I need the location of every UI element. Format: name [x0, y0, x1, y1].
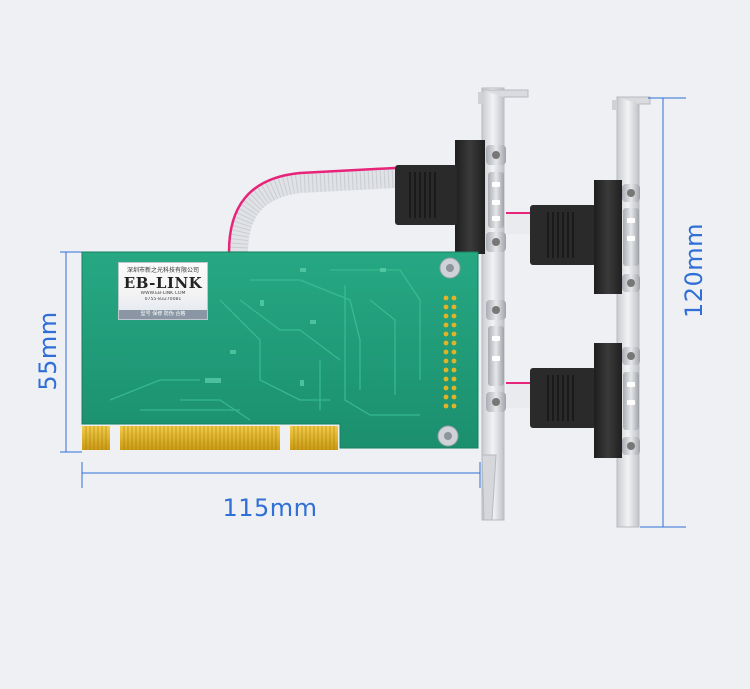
dimension-line-height-card [60, 251, 82, 453]
product-sticker: 深圳市新之光科技有限公司 EB-LINK WWW.EB-LINK.COM 075… [118, 262, 208, 320]
dimension-line-height-bracket [640, 97, 686, 528]
serial-connector-top [395, 140, 506, 254]
serial-connector-bottom [486, 300, 506, 412]
dimension-label-115mm: 115mm [222, 494, 318, 522]
sticker-brand: EB-LINK [123, 274, 203, 292]
rear-bracket [612, 96, 651, 528]
ribbon-cable-top [227, 166, 396, 253]
sticker-company: 深圳市新之光科技有限公司 [126, 267, 199, 274]
dimension-line-width-card [81, 462, 481, 488]
dimension-label-120mm: 120mm [680, 222, 708, 318]
sticker-phone: 0755-83270081 [144, 297, 182, 302]
dimension-label-55mm: 55mm [34, 311, 62, 391]
sticker-footer: 型号 保修 防伪 合格 [119, 310, 207, 319]
sticker-website: WWW.EB-LINK.COM [140, 291, 186, 296]
serial-connector-rear-top [506, 180, 640, 294]
serial-connector-rear-bottom [506, 343, 640, 458]
gold-fingers [82, 426, 338, 450]
